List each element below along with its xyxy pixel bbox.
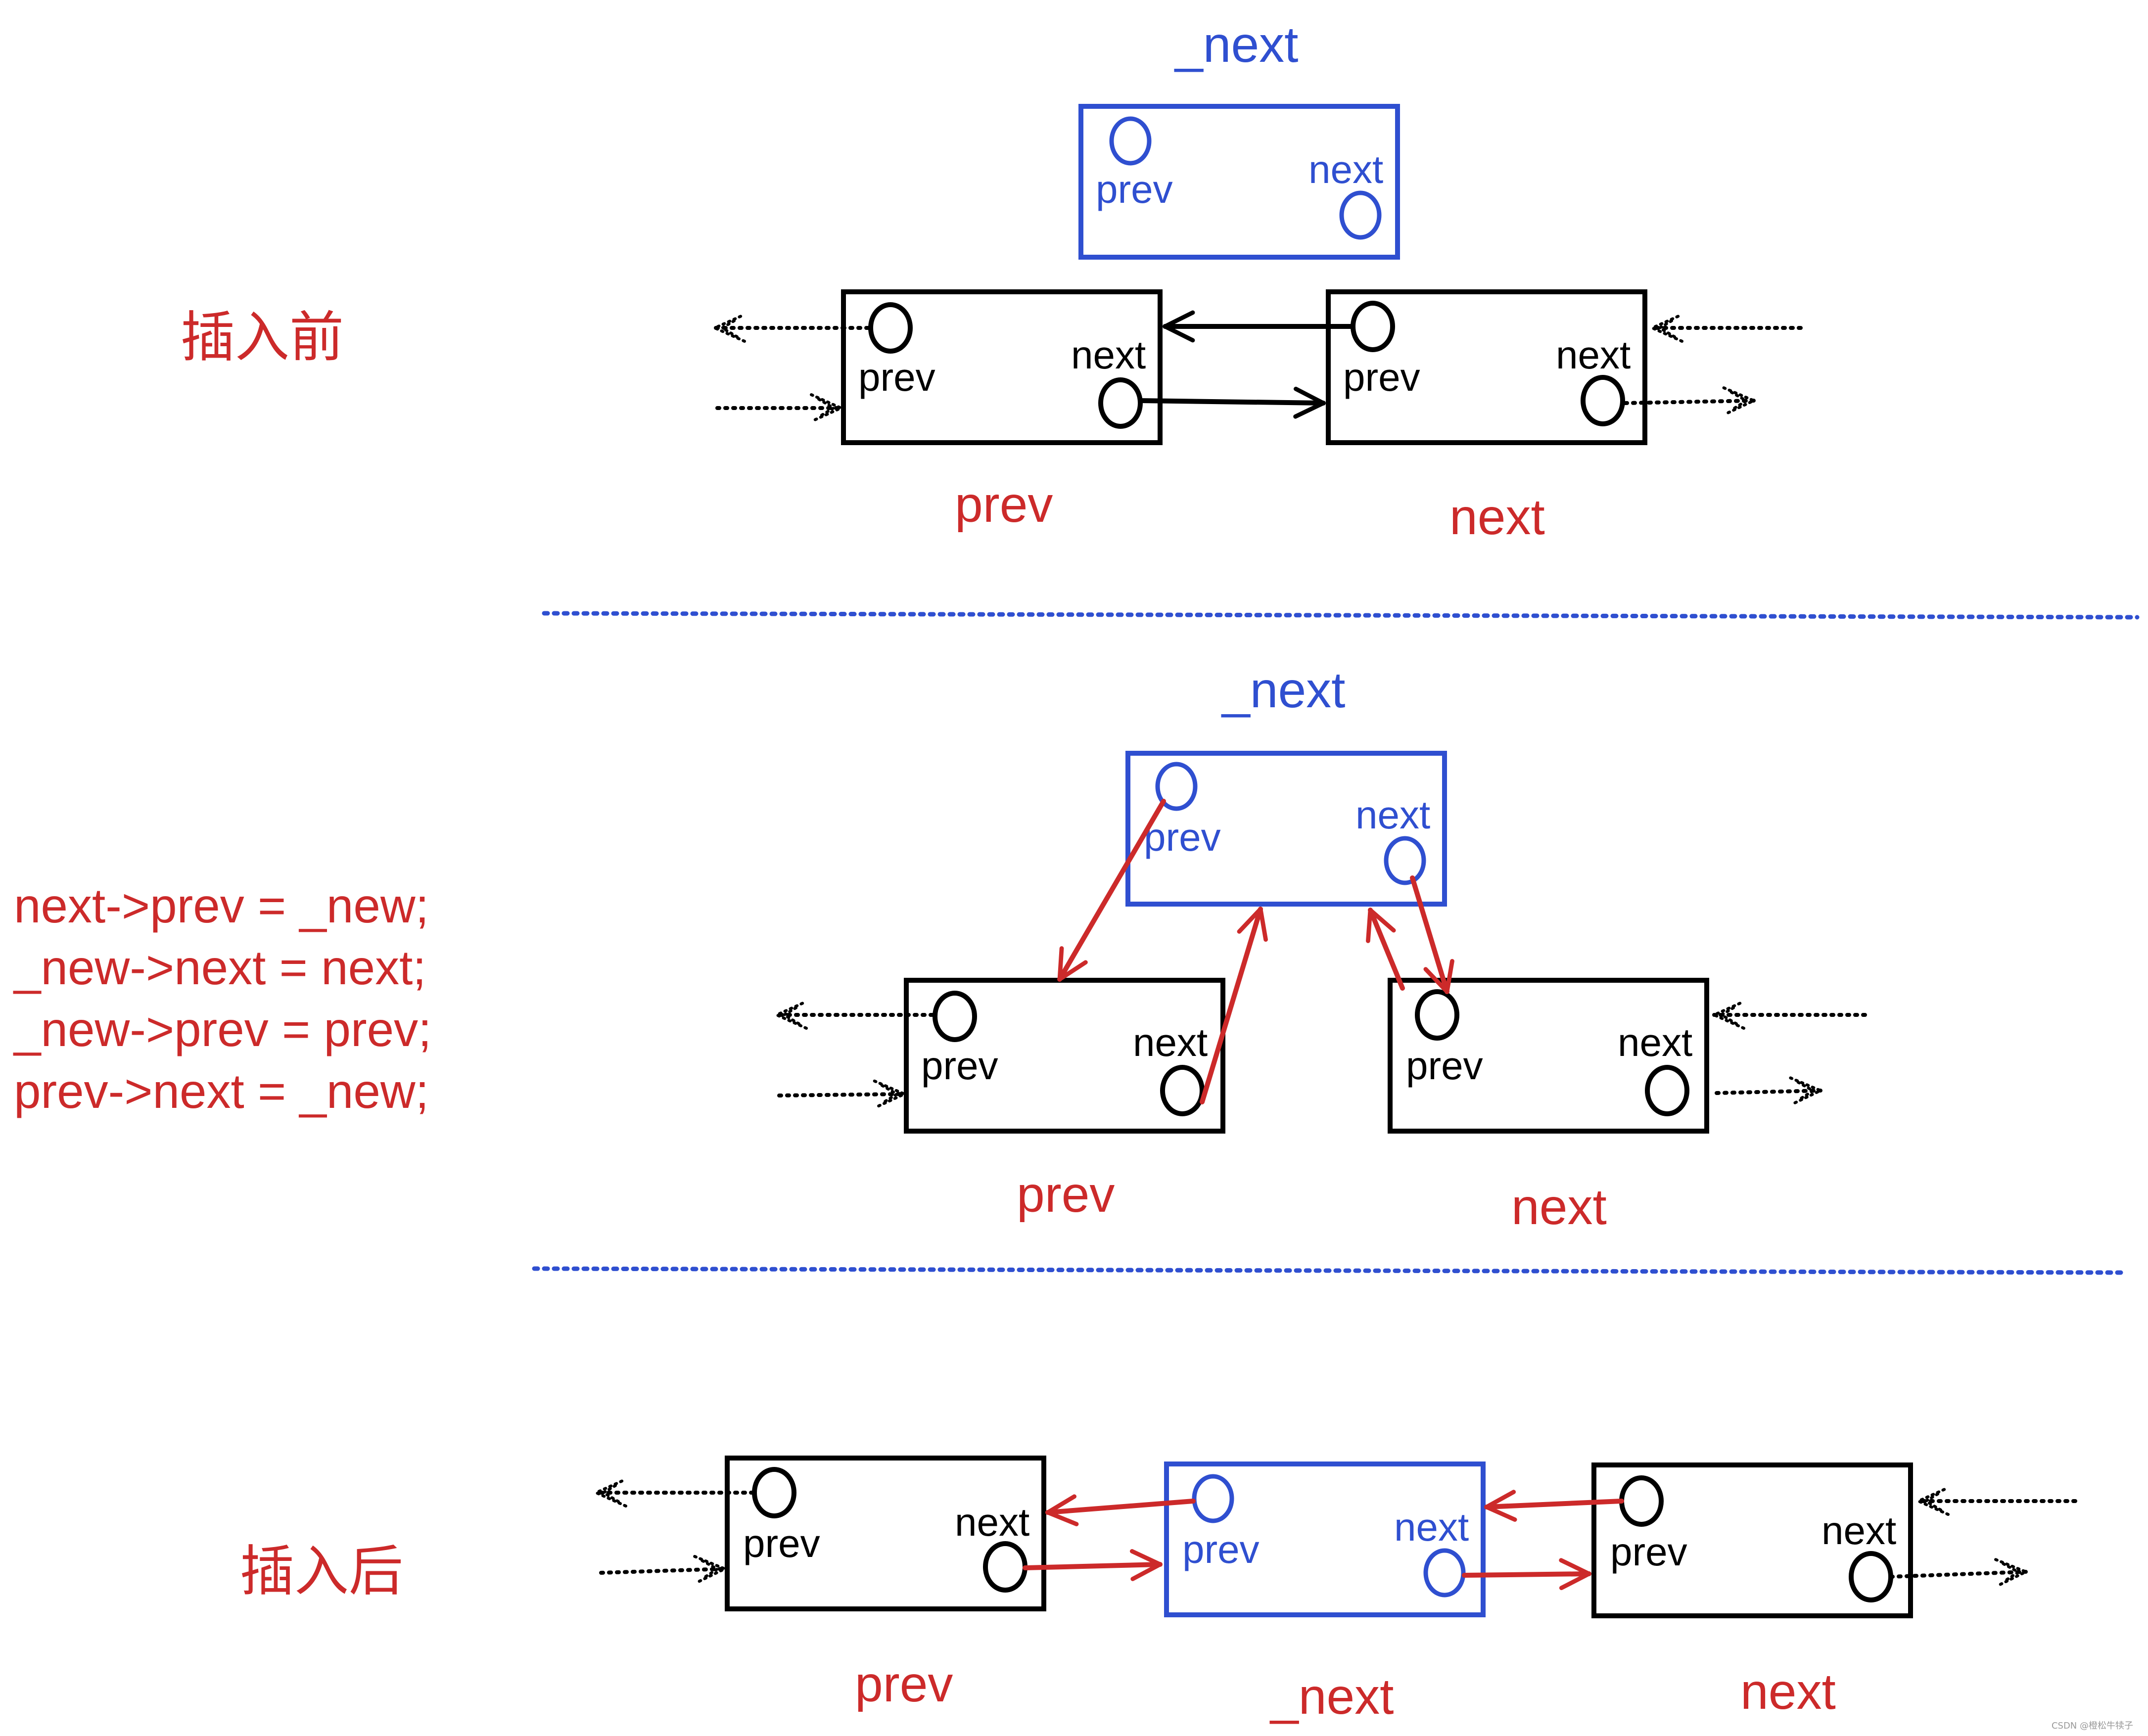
arrow-prev-next-to-next [1138,386,1326,419]
arrow-prev-next-to-new [1200,907,1268,1104]
left-node-next-label: next [1133,1020,1208,1064]
section-middle: next->prev = _new; _new->next = next; _n… [13,662,1867,1235]
left-node-caption: prev [1017,1166,1115,1223]
code-line-2: _new->next = next; [13,940,426,995]
arrow-mid-prev-to-left [1045,1494,1196,1526]
new-node-next-label: next [1355,793,1430,837]
left-node-prev-label: prev [921,1044,998,1088]
right-node-caption: next [1449,489,1545,545]
left-node-next-label: next [955,1500,1029,1544]
new-node-box [1078,104,1400,260]
mid-node-caption: _next [1269,1668,1394,1725]
separator-2 [532,1266,2125,1275]
arrow-new-prev-to-prev [1057,799,1166,982]
new-node-next-ring [1384,836,1426,885]
dotted-link-left-out [599,1569,725,1573]
new-node-prev-ring [1155,762,1198,811]
right-node-box [1591,1462,1913,1618]
label-before: 插入前 [181,306,344,369]
right-node-next-label: next [1618,1020,1692,1064]
dotted-link-right-out [1715,1091,1821,1093]
arrow-next-prev-to-new [1366,908,1405,991]
right-node-prev-label: prev [1610,1530,1687,1574]
right-node-prev-label: prev [1343,355,1420,399]
left-node-caption: prev [855,1656,953,1712]
mid-node-next-ring [1423,1548,1466,1598]
arrow-right-prev-to-mid [1484,1490,1624,1522]
code-line-1: next->prev = _new; [14,878,429,933]
left-node-prev-label: prev [858,355,935,399]
left-node-prev-ring [933,991,977,1042]
mid-node-prev-ring [1192,1474,1234,1523]
mid-node-box [1164,1462,1486,1617]
watermark: CSDN @橙松牛犊子 [2052,1721,2133,1731]
new-node-prev-label: prev [1096,167,1173,211]
right-node-prev-label: prev [1406,1044,1483,1088]
right-node-next-ring [1581,375,1625,426]
right-node-next-label: next [1556,333,1631,377]
mid-node-next-label: next [1394,1505,1469,1549]
new-node-next-ring [1339,190,1382,240]
right-node-next-label: next [1821,1508,1896,1553]
new-node-title: _next [1221,662,1346,718]
left-node-next-ring [983,1541,1027,1593]
right-node-prev-ring [1619,1475,1664,1527]
new-node-prev-label: prev [1144,815,1221,859]
right-node-next-ring [1645,1065,1689,1116]
right-node-caption: next [1511,1179,1607,1235]
left-node-caption: prev [955,476,1053,533]
arrow-left-next-to-mid [1023,1549,1163,1581]
left-node-box [841,289,1163,445]
right-node-caption: next [1740,1663,1836,1720]
left-node-next-label: next [1071,333,1146,377]
dotted-link-right-out [1889,1572,2026,1577]
left-node-next-ring [1098,377,1143,429]
dotted-link-right-out [1623,401,1754,403]
separator-1 [542,611,2140,620]
right-node-box [1326,289,1647,445]
section-after: 插入后 prev next prev next prev next prev _… [240,1458,2077,1725]
left-node-prev-ring [868,302,913,354]
dotted-link-left-out [777,1094,904,1096]
arrow-mid-next-to-right [1462,1558,1591,1591]
section-before: 插入前 _next prev next prev next prev next … [181,16,1803,545]
right-node-next-ring [1849,1551,1893,1602]
new-node-prev-ring [1109,116,1152,166]
right-node-prev-ring [1351,301,1395,352]
new-node-box [1125,751,1447,907]
arrow-new-next-to-next [1410,875,1454,994]
mid-node-prev-label: prev [1182,1527,1260,1571]
left-node-prev-ring [752,1467,796,1518]
left-node-next-ring [1160,1065,1205,1116]
right-node-prev-ring [1415,989,1459,1041]
new-node-title: _next [1174,16,1299,73]
code-line-3: _new->prev = prev; [13,1002,431,1056]
new-node-next-label: next [1308,147,1383,191]
code-line-4: prev->next = _new; [14,1064,429,1118]
right-node-box [1388,978,1709,1134]
left-node-prev-label: prev [743,1521,820,1565]
label-after: 插入后 [240,1540,403,1603]
